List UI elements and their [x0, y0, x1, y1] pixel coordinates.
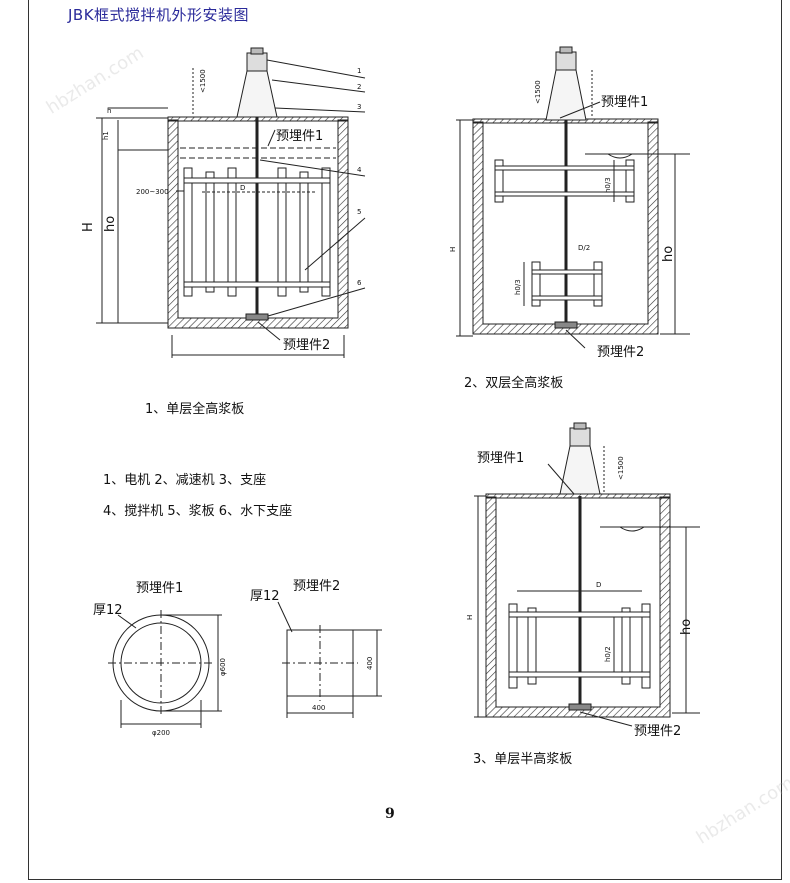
part2-width: 400	[312, 704, 325, 712]
diagram-1	[96, 47, 366, 358]
dim-H-1: H	[81, 222, 96, 232]
frame-paddle	[183, 167, 331, 297]
callout-3: 3	[357, 103, 361, 111]
motor	[246, 52, 268, 72]
caption-diagram-3: 3、单层半高浆板	[473, 752, 573, 767]
dim-H-3: H	[466, 615, 474, 620]
diagram-1-text: <1500 h h1 H ho 200~300 D 预埋件1 预埋件2 1 2 …	[81, 67, 362, 353]
caption-diagram-1: 1、单层全高浆板	[145, 402, 245, 417]
dim-lim-1: <1500	[199, 69, 207, 93]
part2-height: 400	[366, 657, 374, 670]
diagram-2-text: <1500 H ho D/2 h0/3 h0/3 预埋件1 预埋件2	[449, 80, 676, 360]
embedded-1-label: 预埋件1	[601, 95, 648, 110]
legend-line-1: 1、电机 2、减速机 3、支座	[103, 473, 267, 488]
reducer	[559, 445, 601, 495]
page-frame	[28, 0, 782, 880]
reducer	[236, 70, 278, 118]
drawing-title: JBK框式搅拌机外形安装图	[68, 6, 250, 24]
embedded-part-2-text: 预埋件2 厚12 400 400	[250, 579, 374, 712]
dim-range-1: 200~300	[136, 188, 169, 196]
embedded-2-label: 预埋件2	[597, 345, 644, 360]
embedded-part-1-text: 预埋件1 厚12 φ600 φ200	[93, 581, 227, 737]
embedded-1-label: 预埋件1	[477, 451, 524, 466]
dim-h02-3: h0/2	[604, 646, 612, 662]
page-number: 9	[385, 806, 395, 822]
dim-h03-upper: h0/3	[604, 177, 612, 193]
dim-H-2: H	[449, 247, 457, 252]
bottom-support	[554, 321, 578, 329]
dim-D-3: D	[596, 581, 601, 589]
dim-D2-2: D/2	[578, 244, 590, 252]
dim-h03-lower: h0/3	[514, 279, 522, 295]
part2-thickness: 厚12	[250, 589, 280, 604]
caption-diagram-2: 2、双层全高浆板	[464, 376, 564, 391]
part1-dia-outer: φ600	[219, 658, 227, 676]
legend-line-2: 4、搅拌机 5、浆板 6、水下支座	[103, 504, 293, 519]
dim-h1-1: h1	[102, 131, 110, 140]
motor	[555, 51, 577, 71]
embedded-part-2	[277, 601, 382, 718]
bottom-support	[245, 313, 269, 321]
part1-thickness: 厚12	[93, 603, 123, 618]
callout-6: 6	[357, 279, 362, 287]
embedded-2-label: 预埋件2	[283, 338, 330, 353]
dim-lim-2: <1500	[534, 80, 542, 104]
diagram-3	[474, 422, 700, 727]
callout-2: 2	[357, 83, 361, 91]
part2-title: 预埋件2	[293, 579, 340, 594]
embedded-2-label: 预埋件2	[634, 724, 681, 739]
part1-title: 预埋件1	[136, 581, 183, 596]
embedded-part-1	[108, 610, 222, 728]
embedded-1-label: 预埋件1	[276, 129, 323, 144]
bottom-support	[568, 703, 592, 711]
motor	[569, 427, 591, 447]
dim-D-1: D	[240, 184, 245, 192]
part1-dia-inner: φ200	[152, 729, 170, 737]
dim-lim-3: <1500	[617, 456, 625, 480]
dim-ho-2: ho	[661, 246, 676, 262]
reducer	[545, 69, 587, 121]
callout-1: 1	[357, 67, 361, 75]
dim-h-1: h	[107, 107, 111, 115]
dim-ho-1: ho	[103, 216, 118, 232]
diagram-3-text: <1500 H ho D h0/2 预埋件1 预埋件2	[466, 451, 694, 739]
diagram-2	[456, 46, 690, 349]
callout-4: 4	[357, 166, 362, 174]
dim-ho-3: ho	[679, 619, 694, 635]
callout-5: 5	[357, 208, 361, 216]
